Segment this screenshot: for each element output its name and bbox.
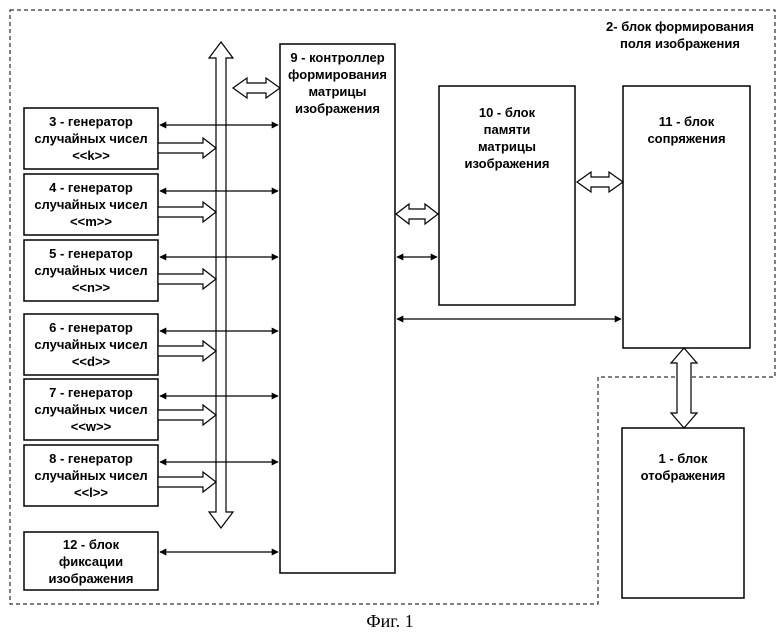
generator-d-label: 6 - генератор случайных чисел <<d>> [24,319,158,370]
interface-block-label: 11 - блок сопряжения [623,113,750,147]
memory-block-label: 10 - блок памяти матрицы изображения [439,104,575,172]
gen-m-bus-arrow [158,202,216,222]
interface-display-hollow-arrow [671,348,697,428]
memory-interface-hollow-arrow [577,172,623,192]
shared-bus-arrow [209,42,233,528]
generator-k-label: 3 - генератор случайных чисел <<k>> [24,113,158,164]
generator-w-label: 7 - генератор случайных чисел <<w>> [24,384,158,435]
controller-box [280,44,395,573]
controller-label: 9 - контроллер формирования матрицы изоб… [280,49,395,117]
generator-m-label: 4 - генератор случайных чисел <<m>> [24,179,158,230]
gen-w-bus-arrow [158,405,216,425]
generator-l-label: 8 - генератор случайных чисел <<l>> [24,450,158,501]
generator-n-label: 5 - генератор случайных чисел <<n>> [24,245,158,296]
region-label: 2- блок формирования поля изображения [585,18,775,52]
fixation-block-label: 12 - блок фиксации изображения [24,536,158,587]
gen-l-bus-arrow [158,472,216,492]
bus-controller-hollow-arrow [233,78,280,98]
display-block-label: 1 - блок отображения [622,450,744,484]
figure-caption: Фиг. 1 [0,611,780,632]
gen-n-bus-arrow [158,269,216,289]
gen-k-bus-arrow [158,138,216,158]
controller-memory-hollow-arrow [396,204,438,224]
gen-d-bus-arrow [158,341,216,361]
